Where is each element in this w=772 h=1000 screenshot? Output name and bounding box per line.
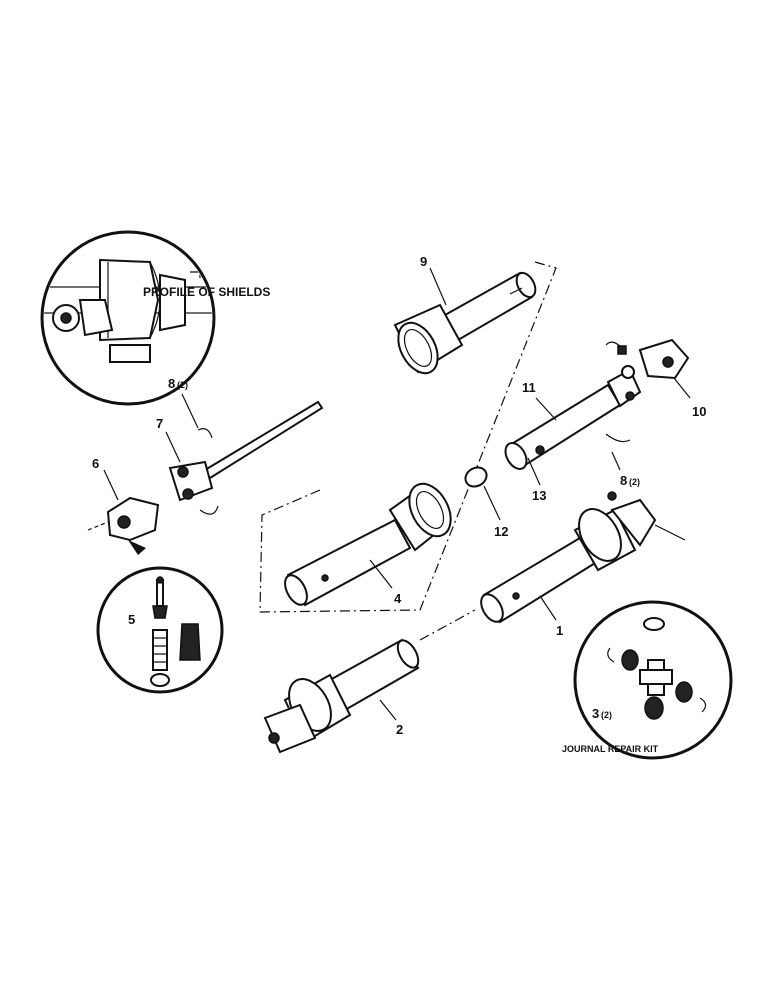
part-7-inner-shaft-yoke bbox=[168, 400, 324, 515]
part-6-yoke bbox=[87, 496, 160, 542]
label-part-3-qty: (2) bbox=[601, 710, 612, 720]
part-4-shield-half bbox=[284, 482, 452, 607]
part-8-clip-right bbox=[605, 433, 631, 443]
profile-of-shields-detail: PROFILE OF SHIELDS bbox=[40, 230, 270, 406]
label-part-7: 7 bbox=[156, 416, 163, 431]
part-1-tube bbox=[480, 491, 686, 624]
label-part-12: 12 bbox=[494, 524, 508, 539]
label-part-5: 5 bbox=[128, 612, 135, 627]
journal-repair-kit-detail bbox=[573, 600, 733, 760]
label-part-13: 13 bbox=[532, 488, 546, 503]
centerline-2-1 bbox=[419, 609, 476, 641]
label-part-8-right-qty: (2) bbox=[629, 477, 640, 487]
part-9-outer-shield-tube bbox=[393, 271, 537, 375]
detail-pointer bbox=[128, 540, 146, 555]
label-part-3: 3 bbox=[592, 706, 599, 721]
shield-assembly-boundary bbox=[259, 261, 557, 613]
label-part-11: 11 bbox=[522, 380, 536, 395]
label-part-6: 6 bbox=[92, 456, 99, 471]
label-part-4: 4 bbox=[394, 591, 402, 606]
part-10-yoke bbox=[605, 338, 690, 380]
label-part-2: 2 bbox=[396, 722, 403, 737]
part-5-detail bbox=[96, 566, 224, 694]
part-2-tube bbox=[263, 638, 420, 754]
leader-lines bbox=[103, 267, 691, 721]
part-11-inner-tube bbox=[504, 368, 642, 470]
profile-of-shields-caption: PROFILE OF SHIELDS bbox=[143, 285, 270, 299]
part-12-ring bbox=[464, 466, 488, 488]
label-part-9: 9 bbox=[420, 254, 427, 269]
label-part-8: 8 bbox=[168, 376, 175, 391]
label-part-1: 1 bbox=[556, 623, 563, 638]
label-part-10: 10 bbox=[692, 404, 706, 419]
label-part-8-right: 8 bbox=[620, 473, 627, 488]
part-labels: 9 8 (2) 7 6 10 11 13 12 8 (2) 4 1 5 2 3 … bbox=[92, 254, 706, 737]
label-part-8-qty: (2) bbox=[177, 380, 188, 390]
journal-repair-kit-caption: JOURNAL REPAIR KIT bbox=[562, 744, 659, 754]
